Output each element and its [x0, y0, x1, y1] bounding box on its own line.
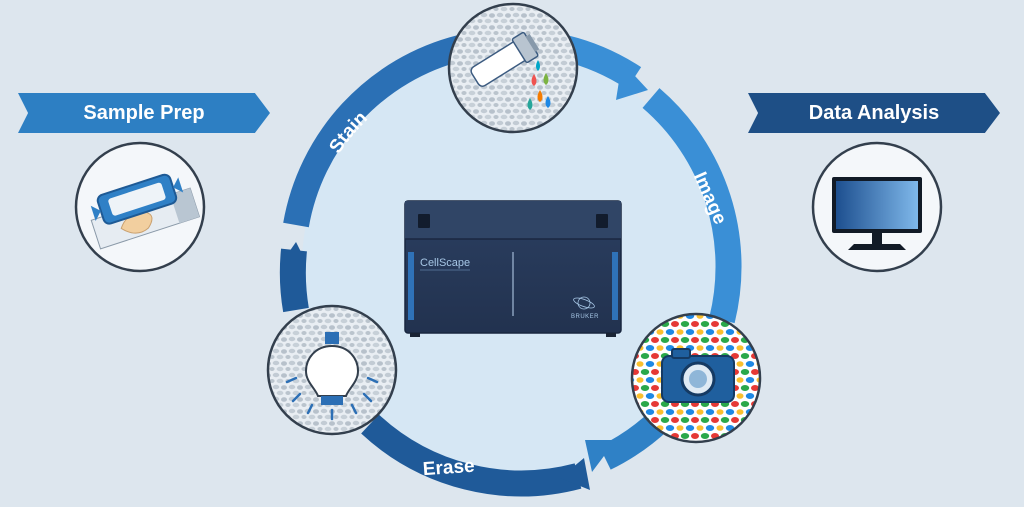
data-analysis-label: Data Analysis [808, 102, 940, 124]
erase-step-icon [266, 304, 398, 436]
arrowhead-upper-right [616, 62, 648, 100]
arrowhead-bottom [560, 458, 590, 490]
image-arc [642, 88, 742, 324]
data-analysis-icon [811, 141, 943, 273]
dye-drops-icon [527, 60, 551, 110]
stain-step-icon [447, 2, 579, 134]
arrowhead-lower-right [585, 440, 616, 472]
cellscape-device: CellScape BRUKER [404, 200, 622, 337]
arrowhead-left [282, 242, 306, 262]
data-analysis-banner: Data Analysis [748, 93, 1000, 133]
monitor-icon [832, 177, 922, 250]
cycle-ring [279, 35, 742, 497]
erase-label: Erase [422, 456, 475, 481]
image-step-icon [630, 312, 762, 444]
sample-prep-icon [74, 141, 206, 273]
sample-prep-label: Sample Prep [83, 102, 205, 124]
light-bulb-icon [285, 332, 379, 421]
sample-prep-banner: Sample Prep [18, 93, 270, 133]
slide-icon [90, 173, 201, 250]
vial-icon [470, 31, 540, 87]
bruker-logo-text: BRUKER [571, 314, 599, 320]
camera-icon [661, 348, 735, 403]
device-brand-label: CellScape [420, 257, 470, 269]
bruker-logo-icon: BRUKER [571, 296, 599, 320]
erase-arc [361, 414, 582, 497]
stain-arc [283, 35, 464, 228]
